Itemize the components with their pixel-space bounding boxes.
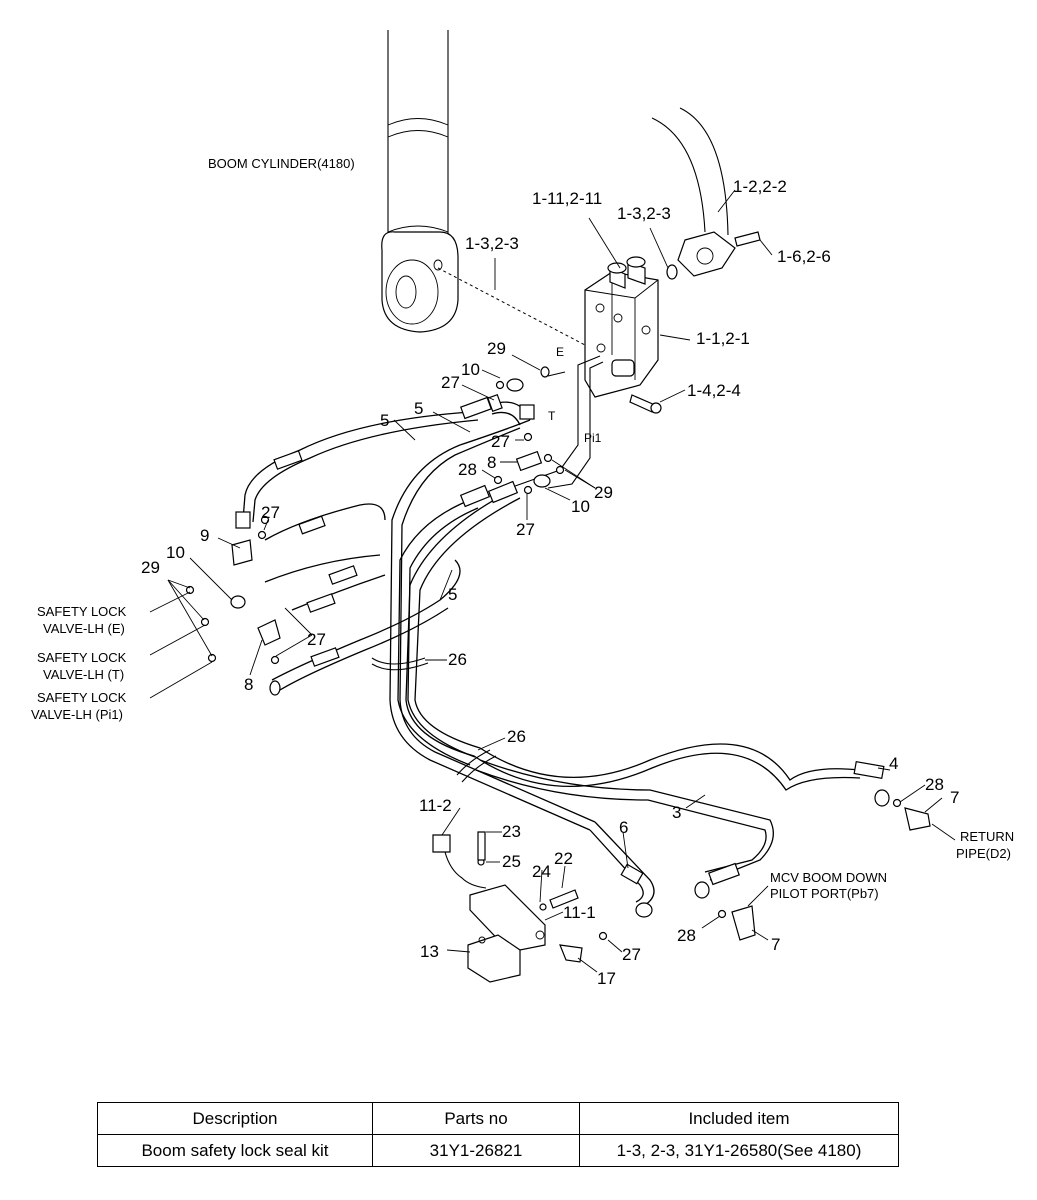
callout-27-mid: 27 xyxy=(491,432,510,451)
column-header-included-item: Included item xyxy=(579,1102,899,1135)
safety-lock-t-caption-line1: SAFETY LOCK xyxy=(37,650,127,665)
column-header-parts-no: Parts no xyxy=(372,1102,580,1135)
leader-lines xyxy=(149,189,956,973)
callout-1-1: 1-1,2-1 xyxy=(696,329,750,348)
boom-cylinder-caption: BOOM CYLINDER(4180) xyxy=(208,156,355,171)
callout-1-11: 1-11,2-11 xyxy=(532,189,602,208)
switch-bracket xyxy=(432,831,579,983)
boom-cylinder xyxy=(381,30,586,346)
callout-13: 13 xyxy=(420,942,439,961)
seal-kit-table: Description Parts no Included item Boom … xyxy=(97,1102,899,1167)
return-pipe-caption-line2: PIPE(D2) xyxy=(956,846,1011,861)
callout-1-2: 1-2,2-2 xyxy=(733,177,787,196)
callout-25: 25 xyxy=(502,852,521,871)
callout-26-a: 26 xyxy=(448,650,467,669)
callout-1-3-top: 1-3,2-3 xyxy=(617,204,671,223)
port-pi1-label: Pi1 xyxy=(584,431,602,445)
callout-27-bottom: 27 xyxy=(622,945,641,964)
callout-26-b: 26 xyxy=(507,727,526,746)
safety-lock-pi1-caption-line2: VALVE-LH (Pi1) xyxy=(31,707,123,722)
callout-10-right: 10 xyxy=(571,497,590,516)
callout-11-1: 11-1 xyxy=(563,903,596,922)
hose-bundle xyxy=(242,401,861,906)
callout-28-mid: 28 xyxy=(458,460,477,479)
cell-description: Boom safety lock seal kit xyxy=(97,1134,373,1167)
safety-lock-e-caption-line2: VALVE-LH (E) xyxy=(43,621,125,636)
callout-4: 4 xyxy=(889,754,898,773)
callout-11-2: 11-2 xyxy=(419,796,452,815)
callout-28-return: 28 xyxy=(925,775,944,794)
callout-5-b: 5 xyxy=(380,411,389,430)
port-t-label: T xyxy=(548,409,556,423)
seal-kit-table-header: Description Parts no Included item xyxy=(97,1102,899,1135)
callout-5-c: 5 xyxy=(448,585,457,604)
mcv-port-caption-line1: MCV BOOM DOWN xyxy=(770,870,887,885)
callout-8-mid: 8 xyxy=(487,453,496,472)
callout-1-4: 1-4,2-4 xyxy=(687,381,741,400)
callout-7-bottom: 7 xyxy=(771,935,780,954)
mcv-port-caption-line2: PILOT PORT(Pb7) xyxy=(770,886,879,901)
hydraulic-parts-diagram: BOOM CYLINDER(4180) SAFETY LOCK VALVE-LH… xyxy=(31,30,1014,988)
safety-lock-pi1-caption-line1: SAFETY LOCK xyxy=(37,690,127,705)
callout-27-lower: 27 xyxy=(307,630,326,649)
callout-1-6: 1-6,2-6 xyxy=(777,247,831,266)
cell-parts-no: 31Y1-26821 xyxy=(372,1134,580,1167)
callout-1-3-left: 1-3,2-3 xyxy=(465,234,519,253)
safety-lock-t-caption-line2: VALVE-LH (T) xyxy=(43,667,124,682)
callout-10-top: 10 xyxy=(461,360,480,379)
table-row: Boom safety lock seal kit 31Y1-26821 1-3… xyxy=(97,1134,899,1167)
safety-lock-valve xyxy=(584,256,662,414)
callout-29-right: 29 xyxy=(594,483,613,502)
callout-23: 23 xyxy=(502,822,521,841)
callout-3: 3 xyxy=(672,803,681,822)
callout-22: 22 xyxy=(554,849,573,868)
callout-29-top: 29 xyxy=(487,339,506,358)
hose-1-2 xyxy=(651,107,761,280)
callout-28-bottom: 28 xyxy=(677,926,696,945)
callout-17: 17 xyxy=(597,969,616,988)
callout-5-a: 5 xyxy=(414,399,423,418)
callout-27-left: 27 xyxy=(261,503,280,522)
callout-27-top: 27 xyxy=(441,373,460,392)
callout-8-lower: 8 xyxy=(244,675,253,694)
callout-24: 24 xyxy=(532,862,551,881)
safety-lock-e-caption-line1: SAFETY LOCK xyxy=(37,604,127,619)
callout-27-right: 27 xyxy=(516,520,535,539)
return-pipe-caption-line1: RETURN xyxy=(960,829,1014,844)
callout-9: 9 xyxy=(200,526,209,545)
callout-7-return: 7 xyxy=(950,788,959,807)
callout-10-left: 10 xyxy=(166,543,185,562)
port-e-label: E xyxy=(556,345,564,359)
cable-ties xyxy=(371,657,497,783)
callout-29-left: 29 xyxy=(141,558,160,577)
callout-6: 6 xyxy=(619,818,628,837)
cell-included-item: 1-3, 2-3, 31Y1-26580(See 4180) xyxy=(579,1134,899,1167)
column-header-description: Description xyxy=(97,1102,373,1135)
